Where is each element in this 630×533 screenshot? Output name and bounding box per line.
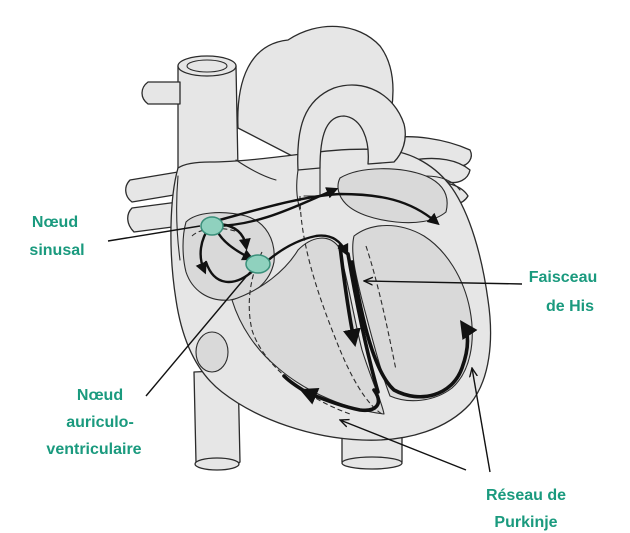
left-vessel-mid — [126, 172, 180, 202]
label-purkinje-line1: Réseau de — [486, 487, 566, 504]
superior-vena-cava — [178, 66, 238, 176]
label-sinus-node-line2: sinusal — [29, 242, 84, 259]
label-sinus-node-line1: Nœud — [32, 214, 78, 231]
left-vessel-upper — [142, 82, 180, 104]
av-node — [246, 255, 270, 273]
label-his-line1: Faisceau — [529, 269, 597, 286]
label-his-line2: de His — [546, 298, 594, 315]
heart-illustration — [126, 26, 491, 470]
label-av-node-line3: ventriculaire — [46, 441, 141, 458]
label-av-node-line2: auriculo- — [66, 414, 134, 431]
coronary-sinus — [196, 332, 228, 372]
sinus-node — [201, 217, 223, 235]
label-purkinje-line2: Purkinje — [494, 514, 557, 531]
label-av-node-line1: Nœud — [77, 387, 123, 404]
